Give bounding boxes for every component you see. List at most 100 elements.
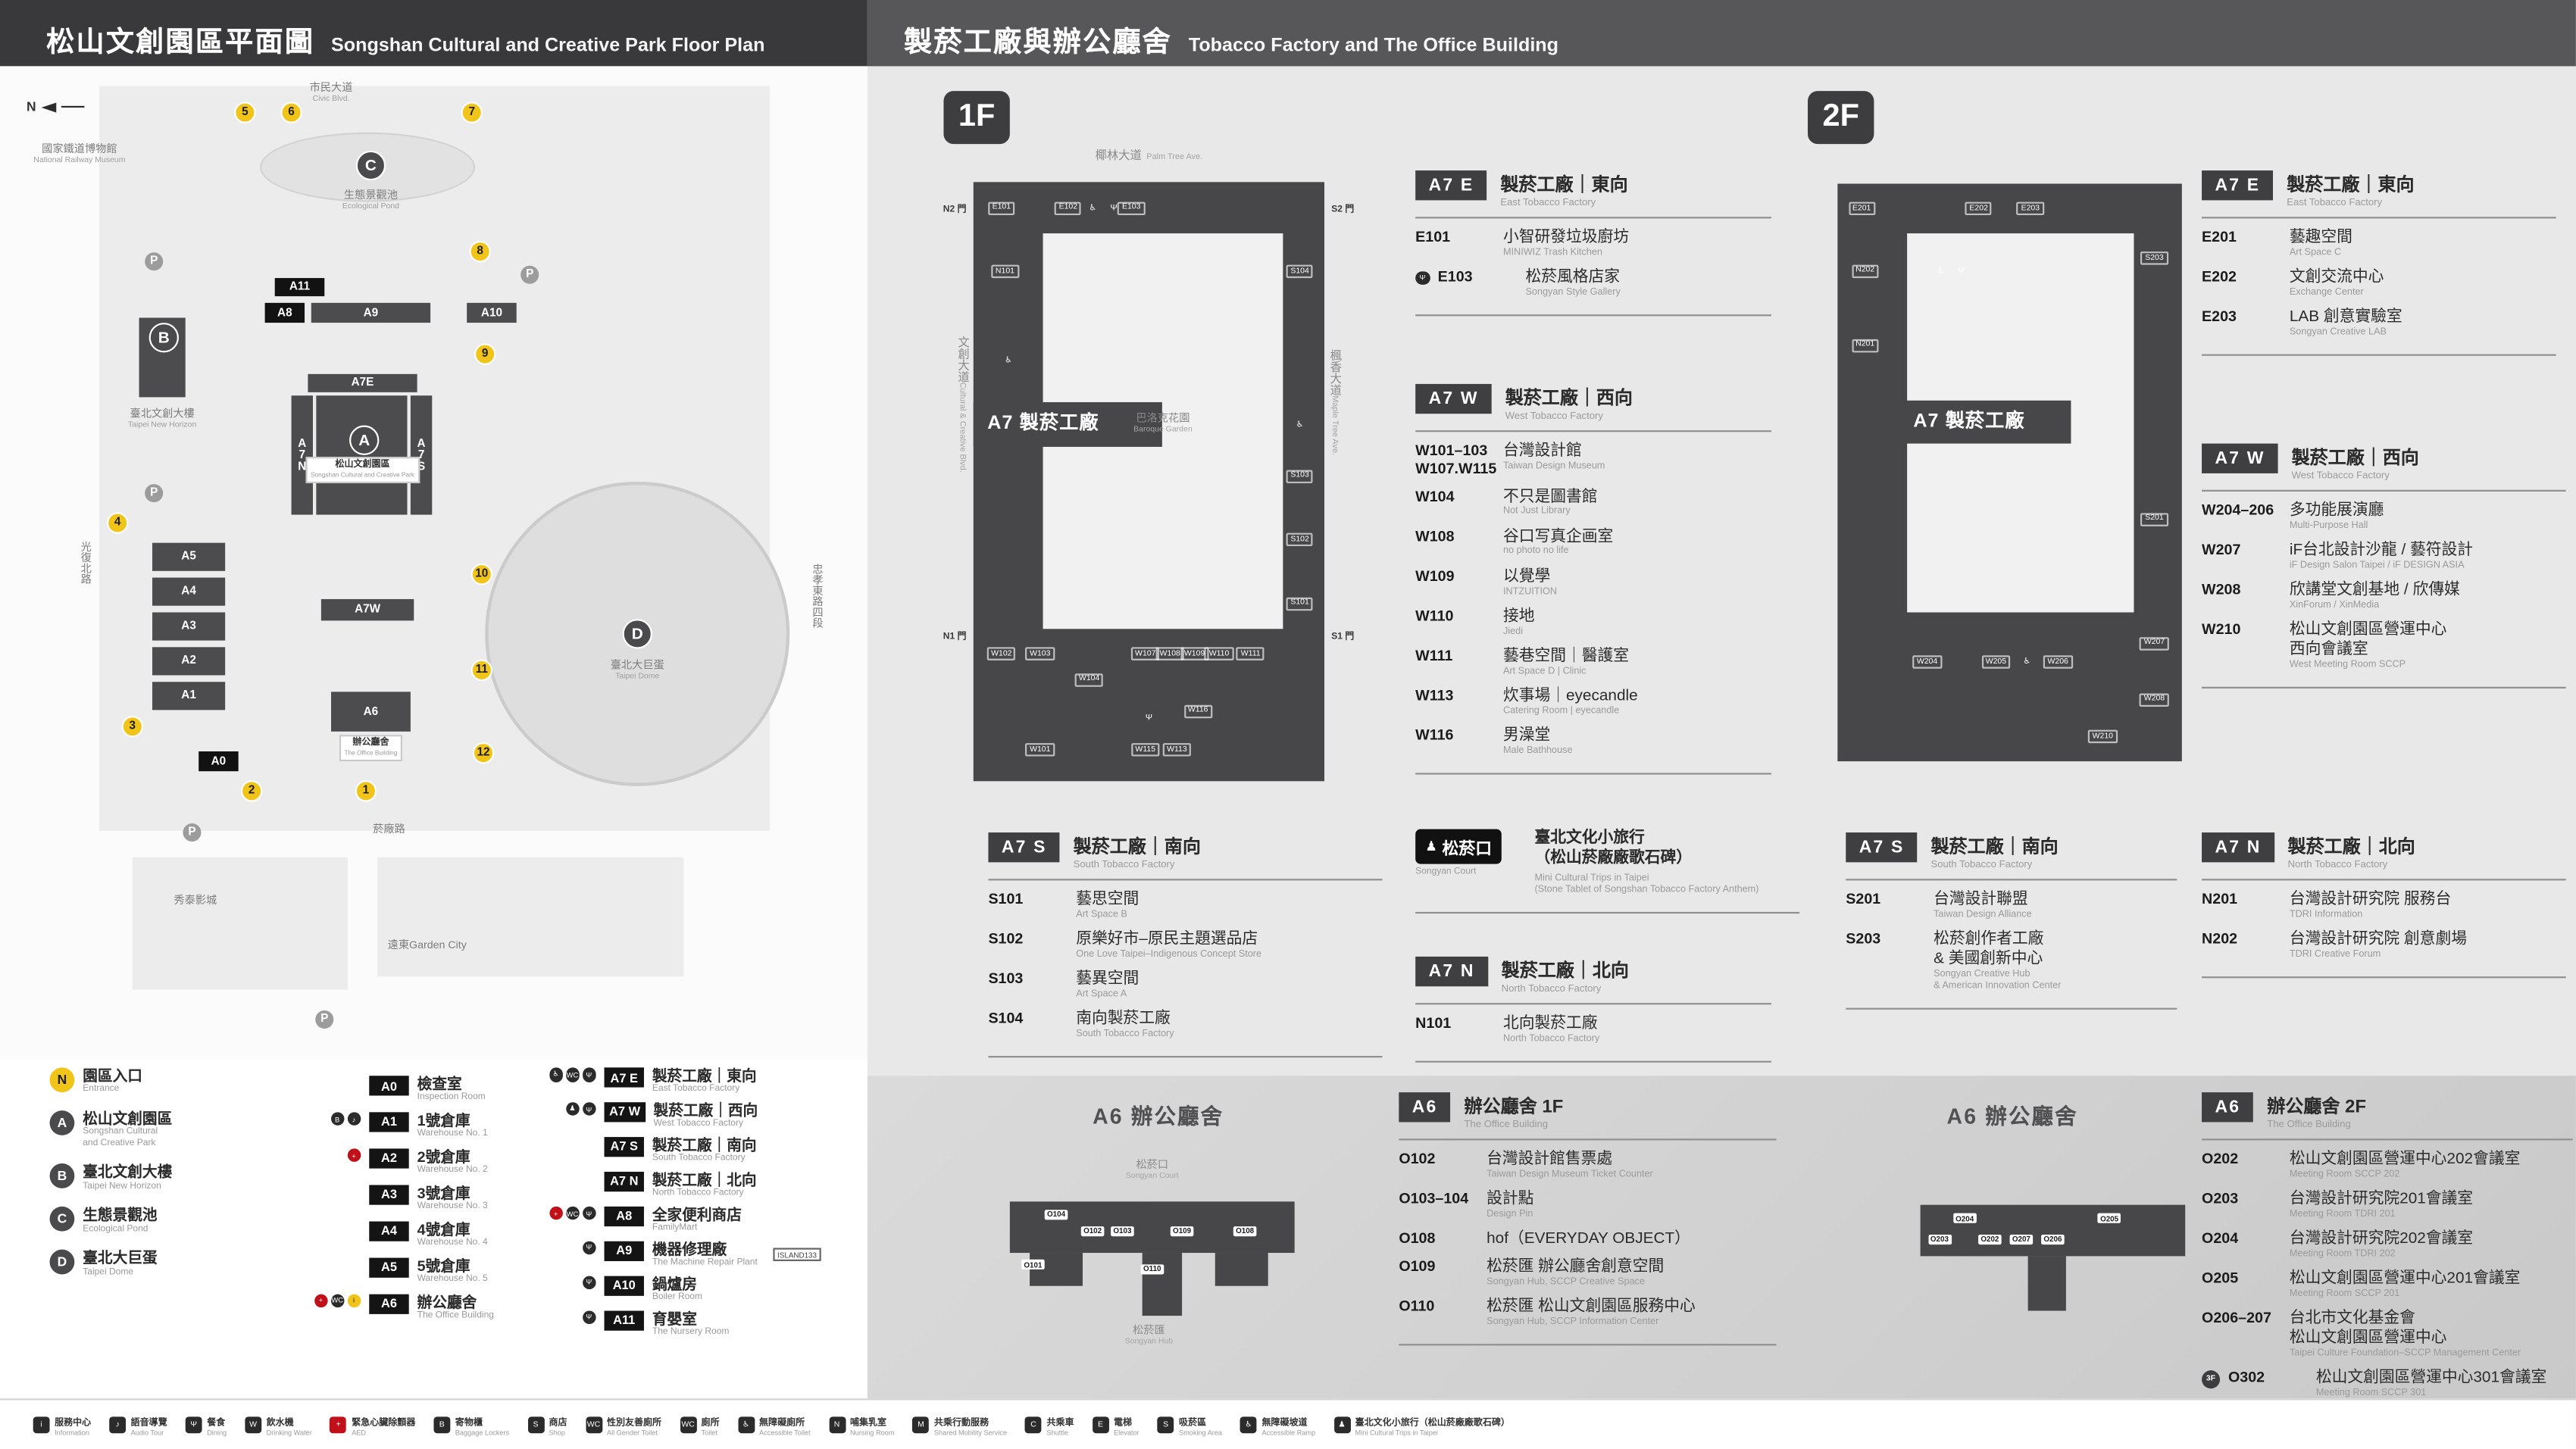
facility-en: Smoking Area <box>1179 1427 1223 1436</box>
room-label-S103: S103 <box>1286 469 1314 482</box>
room-code: O202 <box>2202 1150 2239 1167</box>
room-label-W113: W113 <box>1162 743 1192 757</box>
entrance-marker-4: 4 <box>106 512 129 534</box>
room-name-en: Art Space C <box>2289 248 2342 258</box>
plan-structure <box>2027 1256 2065 1312</box>
aed-icon: + <box>549 1206 563 1220</box>
facility-icon: ♿ <box>1089 203 1097 214</box>
walking-icon: ♟ <box>1425 838 1437 854</box>
landmark-key-N: N <box>49 1067 75 1093</box>
walk-icon: ♟ <box>565 1102 580 1116</box>
room-label-S101: S101 <box>1286 596 1314 611</box>
room-code: W101–103 W107.W115 <box>1415 442 1497 477</box>
facility-icon: ♿ <box>1937 266 1945 276</box>
room-code: O110 <box>1399 1298 1435 1315</box>
room-name-en: iF Design Salon Taipei / iF DESIGN ASIA <box>2289 561 2465 571</box>
room-code: E101 <box>1415 228 1451 245</box>
facility-en: Information <box>55 1427 89 1436</box>
map-building-A3: A3 <box>152 612 226 641</box>
parking-icon: P <box>145 252 164 271</box>
room-name-zh: 小智研發垃圾廚坊 <box>1502 228 1630 247</box>
room-name-zh: 以覺學 <box>1502 567 1551 586</box>
facility-item-17: ♟臺北文化小旅行（松山菸廠廠歌石碑）Mini Cultural Trips in… <box>1333 1414 1510 1435</box>
songyan-court-en: Songyan Court <box>1415 867 1477 878</box>
room-code: N202 <box>2202 930 2238 948</box>
legend-en: North Tobacco Factory <box>652 1188 744 1199</box>
section-badge-A7-S: A7 S <box>988 832 1061 863</box>
room-label-E203: E203 <box>2017 202 2044 216</box>
facility-en: Mini Cultural Trips in Taipei <box>1355 1427 1438 1436</box>
legend-icon-group: Ψ <box>546 1241 596 1255</box>
room-code: W109 <box>1415 567 1455 584</box>
room-name-en: Songyan Creative LAB <box>2289 327 2387 338</box>
room-name-zh: 南向製菸工廠 <box>1076 1010 1171 1029</box>
entrance-marker-7: 7 <box>461 101 483 123</box>
room-label-O203: O203 <box>1927 1234 1952 1244</box>
legend-zh: 育嬰室 <box>652 1310 697 1327</box>
section-badge-A7-S: A7 S <box>1846 832 1918 863</box>
room-label-W116: W116 <box>1183 704 1213 719</box>
room-name-zh: 文創交流中心 <box>2289 268 2384 287</box>
entrance-marker-1: 1 <box>355 780 377 802</box>
room-code: O109 <box>1399 1257 1436 1275</box>
room-name-en: Songyan Style Gallery <box>1525 288 1621 298</box>
plan-structure <box>973 402 1163 448</box>
factory-panel: 製菸工廠與辦公廳舍 Tobacco Factory and The Office… <box>867 0 2576 1449</box>
room-name-zh: 松山文創園區營運中心202會議室 <box>2289 1150 2521 1169</box>
room-name-en: Not Just Library <box>1502 507 1571 517</box>
left-title-zh: 松山文創園區平面圖 <box>46 26 315 58</box>
map-text-label: 菸廠路 <box>373 824 405 838</box>
legend-en: East Tobacco Factory <box>652 1084 740 1095</box>
room-code: O102 <box>1399 1150 1436 1167</box>
room-name-en: Songyan Hub, SCCP Creative Space <box>1487 1277 1646 1288</box>
room-label-N201: N201 <box>1851 339 1879 352</box>
room-name-en: Meeting Room TDRI 201 <box>2289 1210 2396 1220</box>
facility-zh: 吸菸區 <box>1179 1417 1207 1428</box>
room-name-zh: 台灣設計研究院202會議室 <box>2289 1229 2474 1248</box>
map-text-zh: 松山文創園區 <box>335 460 390 470</box>
section-title-en: The Office Building <box>2267 1120 2351 1131</box>
map-text-label: 秀泰影城 <box>174 895 217 909</box>
room-label-O102: O102 <box>1080 1226 1105 1236</box>
room-name-zh: 多功能展演廳 <box>2289 501 2384 520</box>
section-title-zh: 製菸工廠｜南向 <box>1073 837 1201 857</box>
map-text-en: Taipei New Horizon <box>127 422 197 431</box>
room-name-zh: 松山文創園區營運中心301會議室 <box>2315 1369 2547 1388</box>
room-code: W110 <box>1415 607 1454 624</box>
room-code: S103 <box>988 970 1024 987</box>
legend-badge-A4: A4 <box>369 1220 409 1241</box>
aed-icon: + <box>314 1293 328 1308</box>
